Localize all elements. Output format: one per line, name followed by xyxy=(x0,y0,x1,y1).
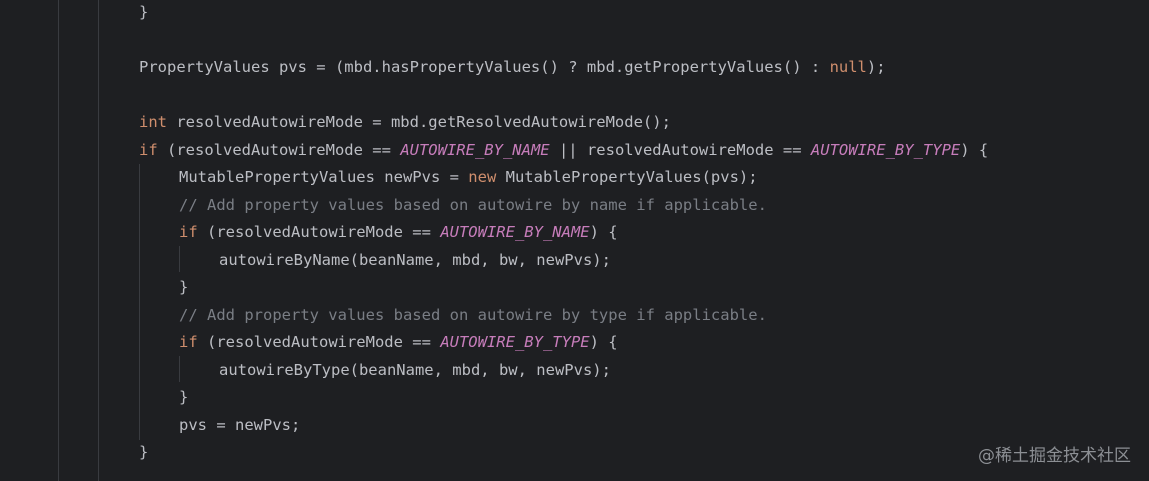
code-line-1[interactable]: } xyxy=(139,1,148,23)
keyword-if: if xyxy=(179,333,198,351)
code-line-2[interactable]: PropertyValues pvs = (mbd.hasPropertyVal… xyxy=(139,56,886,78)
code-text: (resolvedAutowireMode == xyxy=(197,333,441,351)
code-text: ) { xyxy=(960,141,989,159)
indent-guide xyxy=(58,0,59,481)
code-line-12[interactable]: autowireByType(beanName, mbd, bw, newPvs… xyxy=(219,359,611,381)
code-text: autowireByType(beanName, mbd, bw, newPvs… xyxy=(219,361,611,379)
keyword-if: if xyxy=(139,141,158,159)
code-line-14[interactable]: pvs = newPvs; xyxy=(179,414,300,436)
keyword-int: int xyxy=(139,113,167,131)
code-text: ) { xyxy=(589,223,618,241)
keyword-if: if xyxy=(179,223,198,241)
code-text: ) { xyxy=(589,333,618,351)
code-line-7[interactable]: if (resolvedAutowireMode == AUTOWIRE_BY_… xyxy=(179,221,618,243)
indent-guide xyxy=(139,164,140,440)
closing-brace: } xyxy=(139,443,149,461)
constant-autowire-by-name: AUTOWIRE_BY_NAME xyxy=(400,141,550,159)
code-text: (resolvedAutowireMode == xyxy=(157,141,401,159)
keyword-new: new xyxy=(468,168,497,186)
constant-autowire-by-name: AUTOWIRE_BY_NAME xyxy=(440,223,590,241)
code-text: (resolvedAutowireMode == xyxy=(197,223,441,241)
code-comment: // Add property values based on autowire… xyxy=(179,196,767,214)
code-text: autowireByName(beanName, mbd, bw, newPvs… xyxy=(219,251,611,269)
closing-brace: } xyxy=(179,388,189,406)
indent-guide xyxy=(179,356,180,382)
code-text: ); xyxy=(866,58,886,76)
keyword-null: null xyxy=(829,58,867,76)
watermark-text: @稀土掘金技术社区 xyxy=(978,446,1131,466)
code-comment: // Add property values based on autowire… xyxy=(179,306,767,324)
code-text: pvs = newPvs; xyxy=(179,416,301,434)
constant-autowire-by-type: AUTOWIRE_BY_TYPE xyxy=(440,333,590,351)
code-line-9[interactable]: } xyxy=(179,276,188,298)
code-line-13[interactable]: } xyxy=(179,386,188,408)
code-line-4[interactable]: if (resolvedAutowireMode == AUTOWIRE_BY_… xyxy=(139,139,988,161)
code-line-6[interactable]: // Add property values based on autowire… xyxy=(179,194,767,216)
code-text: MutablePropertyValues(pvs); xyxy=(496,168,758,186)
code-line-15[interactable]: } xyxy=(139,441,148,463)
closing-brace: } xyxy=(139,3,149,21)
indent-guide xyxy=(179,246,180,272)
code-text: || resolvedAutowireMode == xyxy=(549,141,811,159)
code-line-10[interactable]: // Add property values based on autowire… xyxy=(179,304,767,326)
code-text: PropertyValues pvs = (mbd.hasPropertyVal… xyxy=(139,58,830,76)
code-text: MutablePropertyValues newPvs = xyxy=(179,168,469,186)
closing-brace: } xyxy=(179,278,189,296)
indent-guide xyxy=(98,0,99,481)
code-line-3[interactable]: int resolvedAutowireMode = mbd.getResolv… xyxy=(139,111,671,133)
code-line-5[interactable]: MutablePropertyValues newPvs = new Mutab… xyxy=(179,166,758,188)
code-line-8[interactable]: autowireByName(beanName, mbd, bw, newPvs… xyxy=(219,249,611,271)
code-text: resolvedAutowireMode = mbd.getResolvedAu… xyxy=(167,113,671,131)
constant-autowire-by-type: AUTOWIRE_BY_TYPE xyxy=(810,141,961,159)
code-line-11[interactable]: if (resolvedAutowireMode == AUTOWIRE_BY_… xyxy=(179,331,618,353)
